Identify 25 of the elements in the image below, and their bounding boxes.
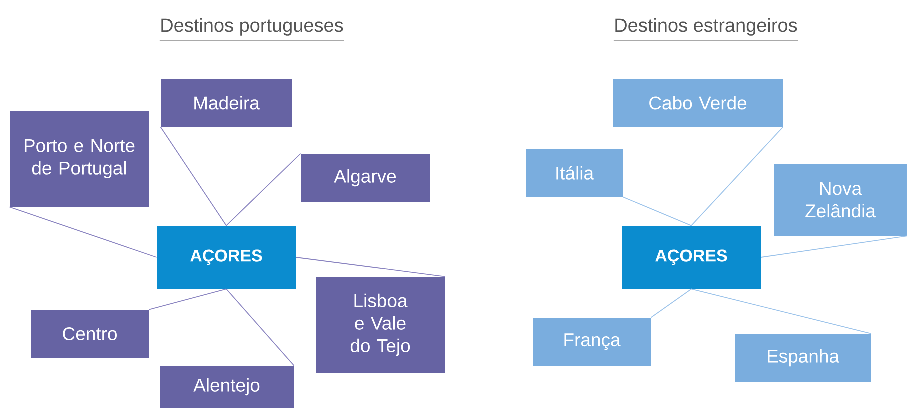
connector-line (226, 288, 295, 366)
hub-box: AÇORES (622, 226, 761, 289)
connector-line (296, 257, 446, 278)
section-heading: Destinos estrangeiros (614, 18, 798, 42)
destination-box: Centro (31, 310, 149, 358)
connector-line (148, 288, 227, 310)
destination-box: Algarve (301, 154, 430, 202)
destination-box: Itália (526, 149, 623, 197)
destination-box: Cabo Verde (613, 79, 783, 127)
destination-box: Porto e Norte de Portugal (10, 111, 149, 207)
connector-line (226, 153, 302, 226)
connector-line (160, 126, 227, 226)
section-heading: Destinos portugueses (160, 18, 344, 42)
connector-line (9, 206, 158, 258)
connector-line (691, 126, 784, 226)
connector-line (650, 288, 692, 318)
destination-box: Alentejo (160, 366, 294, 408)
destination-box: Lisboa e Vale do Tejo (316, 277, 445, 373)
destination-box: Nova Zelândia (774, 164, 907, 236)
destination-box: França (533, 318, 651, 366)
destination-box: Espanha (735, 334, 871, 382)
destination-box: Madeira (161, 79, 292, 127)
connector-line (691, 288, 872, 334)
hub-box: AÇORES (157, 226, 296, 289)
connector-line (622, 196, 692, 226)
